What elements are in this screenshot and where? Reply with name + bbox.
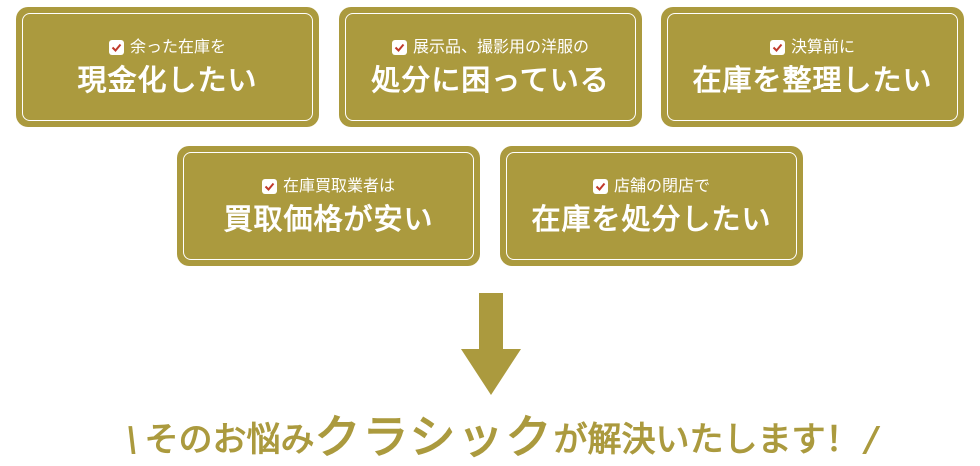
concern-subtitle-text: 店舗の閉店で — [613, 176, 710, 195]
concern-title: 在庫を整理したい — [692, 63, 933, 97]
concern-card-frame: 店舗の閉店で 在庫を処分したい — [506, 152, 797, 260]
concern-card-3: 決算前に 在庫を整理したい — [661, 7, 964, 127]
tagline-brand-name: クラシック — [314, 410, 554, 464]
checkbox-checked-icon — [391, 39, 407, 55]
concern-card-1: 余った在庫を 現金化したい — [16, 7, 319, 127]
concern-card-frame: 余った在庫を 現金化したい — [22, 13, 313, 121]
tagline-close-slash: / — [865, 420, 878, 460]
concern-subtitle-text: 余った在庫を — [129, 37, 226, 56]
concern-subtitle: 決算前に — [769, 37, 855, 57]
concern-subtitle: 在庫買取業者は — [261, 176, 395, 196]
concern-card-5: 店舗の閉店で 在庫を処分したい — [500, 146, 803, 266]
tagline-open-slash: \ — [126, 420, 139, 460]
checkbox-checked-icon — [769, 39, 785, 55]
concern-subtitle: 店舗の閉店で — [592, 176, 710, 196]
concern-card-4: 在庫買取業者は 買取価格が安い — [177, 146, 480, 266]
concern-subtitle-text: 展示品、撮影用の洋服の — [412, 37, 589, 56]
down-arrow-icon — [461, 293, 521, 395]
concern-title: 現金化したい — [77, 63, 258, 97]
concern-card-frame: 展示品、撮影用の洋服の 処分に困っている — [345, 13, 636, 121]
concern-subtitle: 余った在庫を — [108, 37, 226, 57]
concern-card-frame: 決算前に 在庫を整理したい — [667, 13, 958, 121]
tagline-trail-text: が解決いたします！ — [553, 420, 860, 460]
tagline-lead-text: そのお悩み — [144, 420, 315, 460]
concern-subtitle-text: 在庫買取業者は — [282, 176, 395, 195]
solution-tagline: \ そのお悩み クラシック が解決いたします！ / — [62, 400, 942, 466]
checkbox-checked-icon — [592, 178, 608, 194]
checkbox-checked-icon — [108, 39, 124, 55]
concern-title: 在庫を処分したい — [531, 202, 772, 236]
concern-card-frame: 在庫買取業者は 買取価格が安い — [183, 152, 474, 260]
concern-subtitle: 展示品、撮影用の洋服の — [391, 37, 589, 57]
checkbox-checked-icon — [261, 178, 277, 194]
concern-card-2: 展示品、撮影用の洋服の 処分に困っている — [339, 7, 642, 127]
concern-subtitle-text: 決算前に — [790, 37, 855, 56]
concern-title: 買取価格が安い — [223, 202, 434, 236]
concern-title: 処分に困っている — [371, 63, 610, 97]
